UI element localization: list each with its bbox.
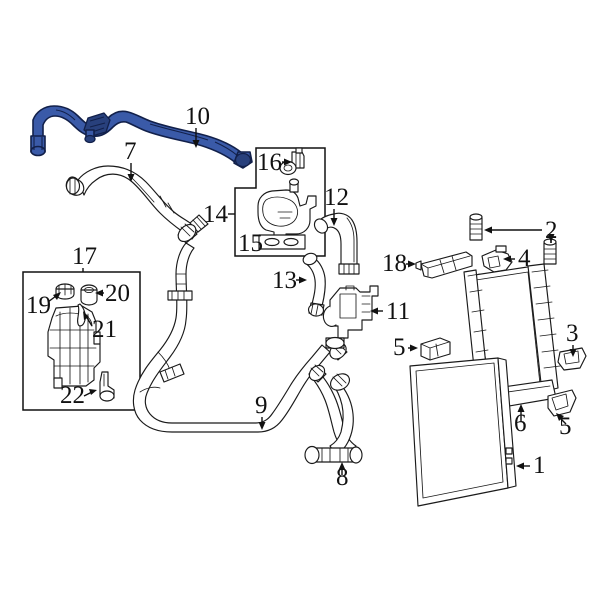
- callout-9: 9: [255, 392, 268, 430]
- callout-12-label: 12: [324, 184, 349, 211]
- callout-22-label: 22: [60, 382, 85, 409]
- callout-9-label: 9: [255, 392, 268, 419]
- callout-17: 17: [72, 243, 97, 272]
- callout-15-label: 15: [238, 230, 263, 257]
- callout-18: 18: [382, 250, 416, 277]
- callout-11-label: 11: [386, 298, 410, 325]
- callout-20: 20: [95, 280, 130, 307]
- part-coolant-hose-short: [302, 252, 326, 317]
- part-radiator-hose-lower: [132, 223, 348, 433]
- part-coolant-pump-housing: [322, 285, 379, 350]
- callout-10-label: 10: [185, 103, 210, 130]
- callout-6: 6: [514, 404, 527, 437]
- part-radiator-bracket-left: [415, 251, 473, 279]
- callout-21-label: 21: [92, 316, 117, 343]
- part-radiator-mount-bushing-upper: [469, 213, 483, 241]
- callout-20-label: 20: [105, 280, 130, 307]
- callout-6-label: 6: [514, 410, 527, 437]
- callout-11: 11: [370, 298, 410, 325]
- callout-12: 12: [324, 184, 349, 226]
- part-radiator-mount-left: [420, 337, 451, 361]
- callout-8-label: 8: [336, 464, 349, 491]
- part-radiator-upper-bracket: [481, 245, 513, 273]
- part-radiator-mount-right: [547, 389, 577, 417]
- callout-8: 8: [336, 462, 349, 491]
- part-reservoir-filler-neck: [80, 284, 98, 306]
- part-coolant-pipe-elbow: [313, 212, 360, 275]
- callout-16-label: 16: [257, 149, 282, 176]
- part-reservoir-cap: [55, 283, 75, 300]
- callout-17-label: 17: [72, 243, 97, 270]
- callout-19-label: 19: [26, 292, 51, 319]
- part-radiator-core: [409, 357, 517, 507]
- callout-1-label: 1: [533, 452, 546, 479]
- part-coolant-hose-upper-highlighted: [30, 105, 253, 169]
- callout-18-label: 18: [382, 250, 407, 277]
- callout-1: 1: [516, 452, 546, 479]
- thermostat-group-box: [234, 147, 326, 257]
- callout-19: 19: [26, 292, 61, 319]
- callout-7-label: 7: [124, 138, 137, 165]
- callout-16: 16: [257, 149, 292, 176]
- callout-3-label: 3: [566, 320, 579, 347]
- callout-4: 4: [503, 245, 531, 272]
- part-thermostat-gasket: [258, 234, 306, 250]
- callout-14-label: 14: [203, 201, 229, 228]
- callout-13: 13: [272, 267, 307, 294]
- reservoir-group-box: [22, 271, 141, 411]
- callout-5a-label: 5: [393, 334, 406, 361]
- part-coolant-hose-lower-branch: [304, 364, 363, 465]
- callout-3: 3: [566, 320, 579, 357]
- callout-4-label: 4: [518, 245, 531, 272]
- callout-5-right: 5: [556, 413, 572, 440]
- callout-5-left: 5: [393, 334, 418, 361]
- callout-7: 7: [124, 138, 137, 182]
- callout-10: 10: [185, 103, 210, 148]
- callout-22: 22: [60, 382, 97, 409]
- callout-13-label: 13: [272, 267, 297, 294]
- callout-21: 21: [83, 311, 117, 343]
- callout-14: 14: [203, 201, 235, 228]
- callout-2: 2: [484, 217, 558, 244]
- callout-15: 15: [238, 230, 263, 257]
- part-reservoir-level-sensor: [99, 371, 115, 402]
- callout-2-label: 2: [545, 217, 558, 244]
